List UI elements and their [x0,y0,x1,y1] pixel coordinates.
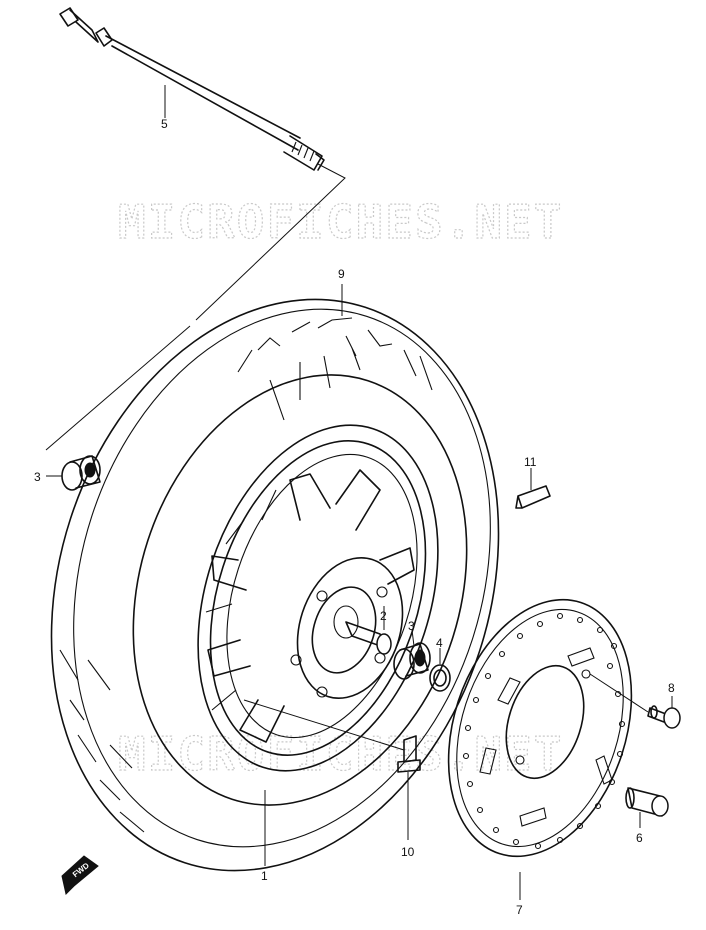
bearing-right-part [393,642,431,680]
balance-weight-part [515,485,551,509]
callout-wheel: 1 [261,869,268,883]
brake-disc-part [447,598,633,858]
wheel-rim-part [197,424,439,772]
callout-bearing-left: 3 [34,470,41,484]
spacer-part [345,621,392,655]
callout-dust-seal: 4 [436,636,443,650]
axle-centerline [45,163,346,451]
disc-bolt-axis [589,673,649,713]
callout-balance-weight: 11 [524,455,537,469]
valve-part [397,735,421,840]
callout-axle: 5 [161,117,168,131]
dust-seal-part [429,664,451,692]
callout-brake-disc: 7 [516,903,523,917]
callout-valve: 10 [401,845,415,859]
callout-tire: 9 [338,267,345,281]
callout-bearing-right: 3 [408,619,415,633]
disc-bolt-part [647,705,681,729]
bearing-left-part [61,455,101,491]
watermark-top: MICROFICHES.NET [118,195,563,249]
collar-part [625,787,669,817]
callout-spacer: 2 [380,609,387,623]
callout-collar: 6 [636,831,643,845]
callout-leader-bearing-right [411,629,415,647]
fwd-arrow-icon: FWD [61,855,99,895]
tire-part [50,298,500,872]
valve-axis [243,699,405,751]
callout-disc-bolt: 8 [668,681,675,695]
axle-part [59,7,325,171]
